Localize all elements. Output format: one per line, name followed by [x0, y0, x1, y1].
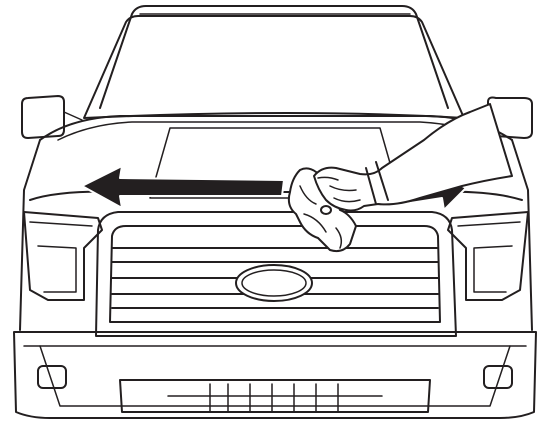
oval-badge [236, 265, 312, 301]
left-headlight [24, 212, 102, 300]
windshield [84, 16, 464, 118]
lower-grille [120, 380, 430, 412]
cab-roof [100, 6, 448, 108]
left-fog-light [38, 366, 66, 388]
front-bumper [14, 332, 536, 418]
hand-icon [314, 104, 512, 214]
right-fog-light [484, 366, 512, 388]
left-arrow-icon [82, 166, 284, 208]
right-headlight [448, 212, 528, 300]
